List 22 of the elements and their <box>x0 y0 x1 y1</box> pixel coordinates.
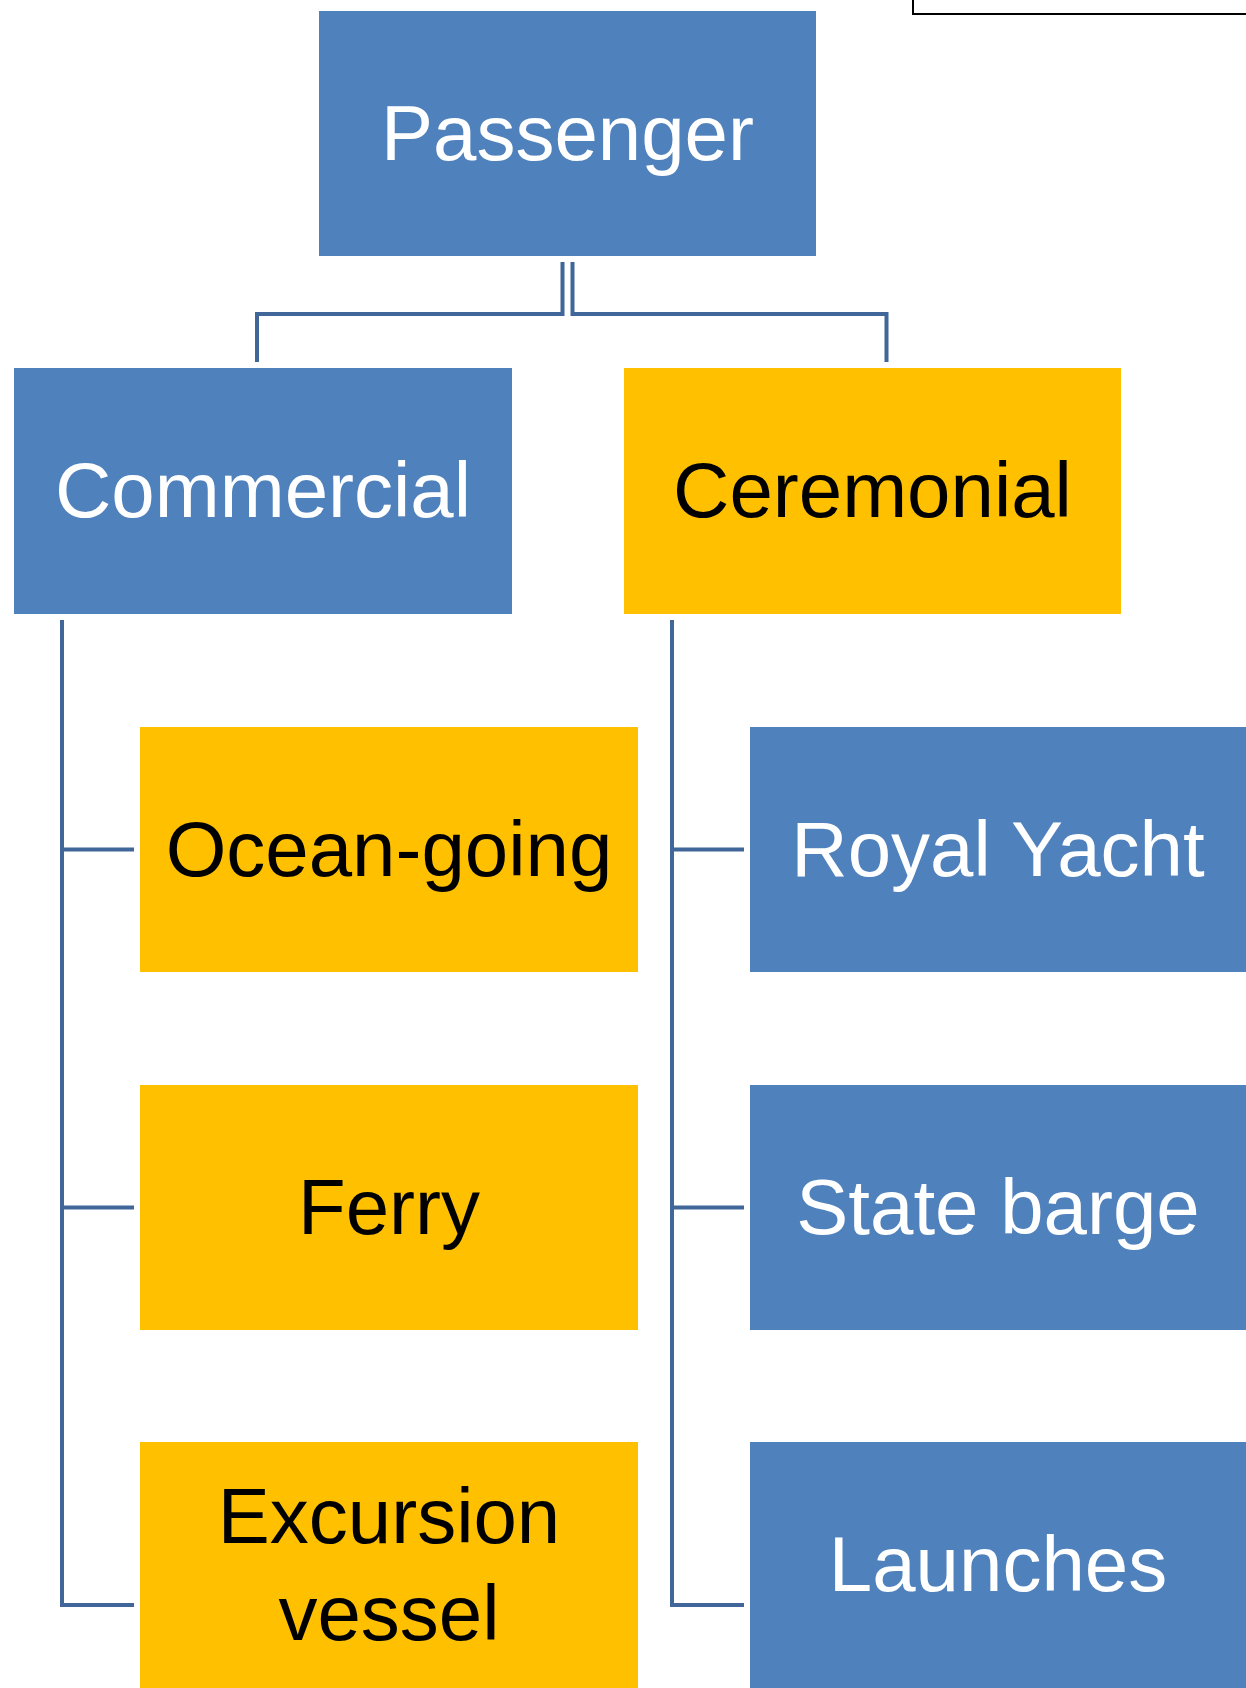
category-box <box>750 1085 1246 1330</box>
category-label: Launches <box>828 1519 1168 1611</box>
category-box <box>750 1442 1246 1688</box>
category-box <box>319 11 816 256</box>
category-box <box>140 1442 638 1688</box>
category-box <box>624 368 1121 614</box>
category-label: Excursion vessel <box>216 1470 562 1659</box>
connector-line <box>255 262 565 362</box>
category-label: Royal Yacht <box>791 803 1205 895</box>
category-label: Passenger <box>381 87 754 179</box>
category-label: Ferry <box>298 1161 480 1253</box>
connector-line <box>60 620 134 1607</box>
category-label: Ocean-going <box>165 803 613 895</box>
connector-line <box>570 262 889 362</box>
category-box <box>140 727 638 972</box>
category-box <box>750 727 1246 972</box>
category-label: State barge <box>796 1161 1200 1253</box>
category-box <box>140 1085 638 1330</box>
category-box <box>14 368 512 614</box>
connector-line <box>670 620 744 1607</box>
category-label: Commercial <box>54 445 472 537</box>
category-label: Ceremonial <box>673 445 1072 537</box>
